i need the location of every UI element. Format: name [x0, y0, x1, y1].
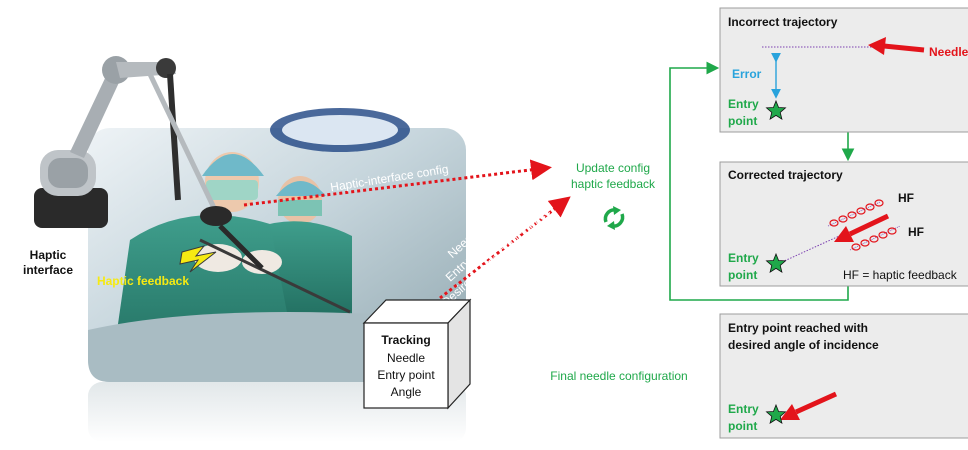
entry-point-star-icon	[765, 99, 787, 120]
haptic-interface-label-line1: Haptic	[30, 248, 67, 262]
entry-point-star-icon	[765, 403, 787, 424]
tracking-needle: Needle	[387, 351, 425, 365]
panel1-entry-line2: point	[728, 114, 757, 128]
panel1-error-label: Error	[732, 67, 762, 81]
panel3-entry-line2: point	[728, 419, 757, 433]
panel3-entry-line1: Entry	[728, 402, 759, 416]
panel2-title: Corrected trajectory	[728, 168, 843, 182]
tracking-dotted-arrow	[439, 196, 571, 300]
corrected-needle-arrow-icon	[834, 213, 890, 242]
haptic-interface-label-line2: interface	[23, 263, 73, 277]
lightning-icon	[179, 245, 217, 273]
update-config-line2: haptic feedback	[571, 177, 656, 191]
haptic-feedback-label: Haptic feedback	[97, 274, 189, 288]
tracking-entry-point: Entry point	[377, 368, 435, 382]
panel2-hf2: HF	[908, 225, 924, 239]
panel-corrected-trajectory	[719, 161, 968, 287]
panel1-entry-line1: Entry	[728, 97, 759, 111]
tracking-title: Tracking	[381, 333, 430, 347]
update-config-line1: Update config	[576, 161, 650, 175]
panel2-hf1: HF	[898, 191, 914, 205]
config-dotted-arrow	[243, 159, 552, 207]
panel3-title-line1: Entry point reached with	[728, 321, 868, 335]
refresh-cycle-icon	[603, 206, 625, 230]
corrected-trajectory-line	[781, 231, 849, 263]
panel-entry-point-reached	[719, 313, 968, 439]
haptic-device	[34, 56, 264, 270]
panel2-entry-line2: point	[728, 268, 757, 282]
panel3-title-line2: desired angle of incidence	[728, 338, 879, 352]
panel1-title: Incorrect trajectory	[728, 15, 838, 29]
panel-incorrect-trajectory	[719, 7, 968, 133]
panel1-needle-label: Needle	[929, 45, 968, 59]
panel2-entry-line1: Entry	[728, 251, 759, 265]
tracking-cube	[362, 298, 472, 410]
feedback-loop-line	[669, 61, 849, 301]
hf-lower-spring-icon	[849, 225, 901, 251]
hf-upper-spring-icon	[827, 199, 884, 227]
needle-arrow-icon	[868, 37, 925, 55]
final-needle-arrow-icon	[780, 391, 838, 420]
final-config-label: Final needle configuration	[550, 369, 687, 383]
panel2-legend: HF = haptic feedback	[843, 268, 958, 282]
tracking-angle: Angle	[391, 385, 422, 399]
entry-point-star-icon	[765, 252, 787, 273]
